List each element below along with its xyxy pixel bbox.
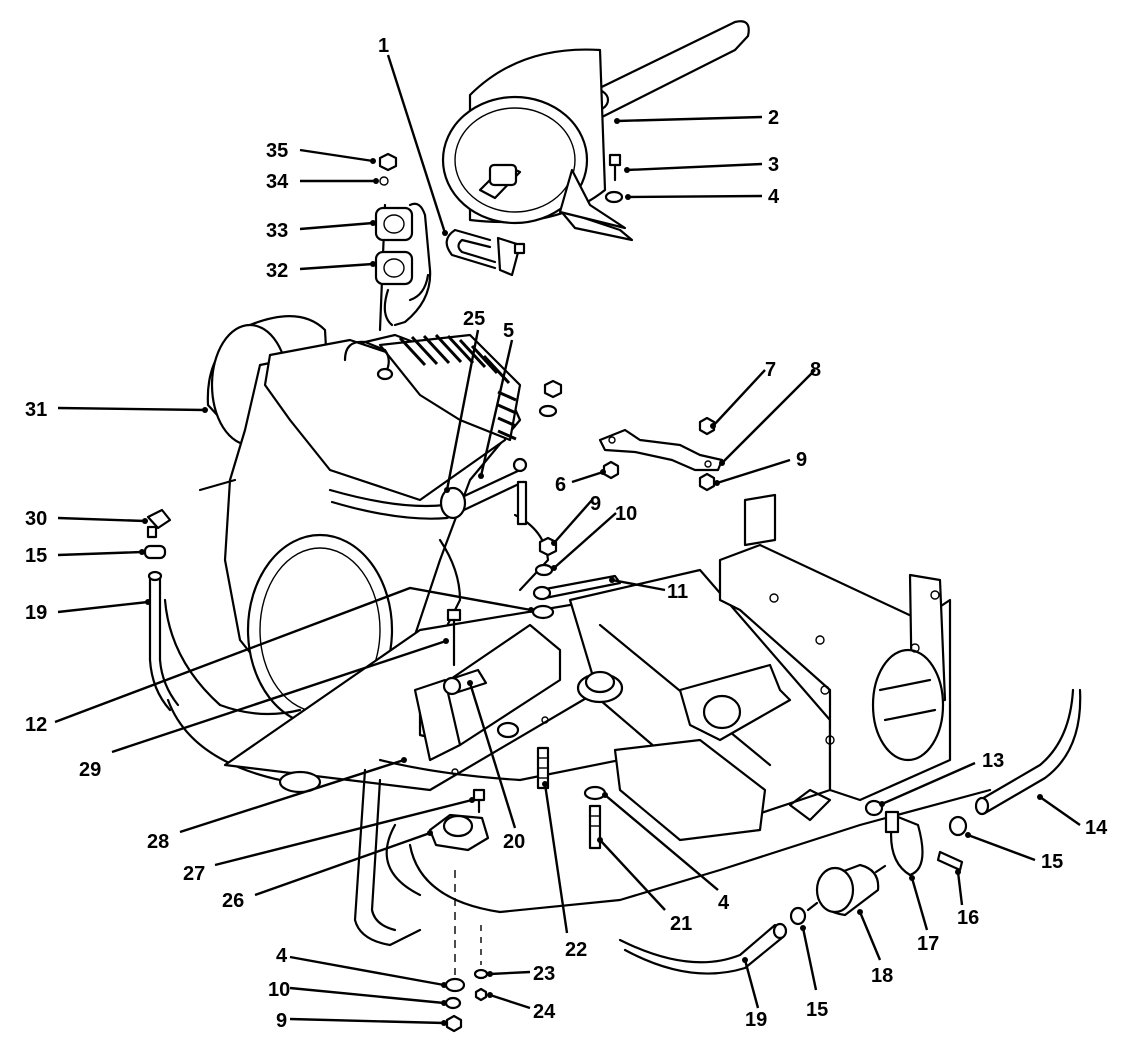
callout-4: 4 bbox=[276, 945, 288, 967]
callout-9: 9 bbox=[590, 493, 601, 515]
callout-33: 33 bbox=[266, 220, 288, 242]
engine-block bbox=[163, 315, 550, 782]
u-bolt-clamp bbox=[445, 228, 526, 277]
callout-26: 26 bbox=[222, 890, 244, 912]
callout-17: 17 bbox=[917, 933, 939, 955]
callout-34: 34 bbox=[266, 171, 289, 193]
callout-19: 19 bbox=[25, 602, 47, 624]
callout-31: 31 bbox=[25, 399, 47, 421]
callout-35: 35 bbox=[266, 140, 288, 162]
callout-13: 13 bbox=[982, 750, 1004, 772]
callout-10: 10 bbox=[615, 503, 637, 525]
vibration-mount bbox=[428, 788, 490, 852]
callout-11: 11 bbox=[667, 581, 688, 603]
callout-19: 19 bbox=[745, 1009, 767, 1031]
callout-8: 8 bbox=[810, 359, 821, 381]
mount-bolt-and-spacer bbox=[442, 608, 488, 696]
link-bracket bbox=[598, 416, 724, 492]
callout-24: 24 bbox=[533, 1001, 556, 1023]
callout-27: 27 bbox=[183, 863, 205, 885]
fuel-system bbox=[618, 688, 1082, 975]
hardware-upper-right bbox=[531, 379, 563, 620]
leader-lines bbox=[54, 54, 1081, 1026]
callout-14: 14 bbox=[1085, 817, 1108, 839]
bolt-22 bbox=[536, 746, 550, 790]
fuel-elbow-and-line-left bbox=[143, 508, 180, 712]
callout-4: 4 bbox=[718, 892, 730, 914]
breather-tube bbox=[328, 457, 528, 526]
callout-5: 5 bbox=[503, 320, 514, 342]
callout-6: 6 bbox=[555, 474, 566, 496]
callout-3: 3 bbox=[768, 154, 779, 176]
callout-9: 9 bbox=[276, 1010, 287, 1032]
bolt-21-and-washer bbox=[583, 785, 607, 850]
callout-4: 4 bbox=[768, 186, 780, 208]
callout-30: 30 bbox=[25, 508, 47, 530]
callout-15: 15 bbox=[25, 545, 47, 567]
exhaust-gaskets bbox=[374, 206, 414, 286]
callout-16: 16 bbox=[957, 907, 979, 929]
callout-18: 18 bbox=[871, 965, 893, 987]
callout-15: 15 bbox=[806, 999, 828, 1021]
callout-29: 29 bbox=[79, 759, 101, 781]
callout-9: 9 bbox=[796, 449, 807, 471]
callout-22: 22 bbox=[565, 939, 587, 961]
callout-2: 2 bbox=[768, 107, 779, 129]
callout-20: 20 bbox=[503, 831, 525, 853]
bottom-hardware bbox=[444, 870, 489, 1033]
callout-labels: 1 2 3 4 35 34 33 32 25 5 7 8 6 9 9 10 11… bbox=[25, 35, 1108, 1032]
nut-and-lockwasher bbox=[378, 152, 398, 186]
callout-7: 7 bbox=[765, 359, 776, 381]
callout-15: 15 bbox=[1041, 851, 1063, 873]
callout-25: 25 bbox=[463, 308, 485, 330]
callout-1: 1 bbox=[378, 35, 389, 57]
callout-21: 21 bbox=[670, 913, 692, 935]
chassis-frame bbox=[568, 493, 952, 822]
callout-10: 10 bbox=[268, 979, 290, 1001]
muffler bbox=[441, 20, 750, 242]
callout-12: 12 bbox=[25, 714, 47, 736]
callout-32: 32 bbox=[266, 260, 288, 282]
muffler-bolt-and-washer bbox=[604, 153, 624, 204]
callout-23: 23 bbox=[533, 963, 555, 985]
callout-28: 28 bbox=[147, 831, 169, 853]
link-rod bbox=[532, 574, 622, 601]
